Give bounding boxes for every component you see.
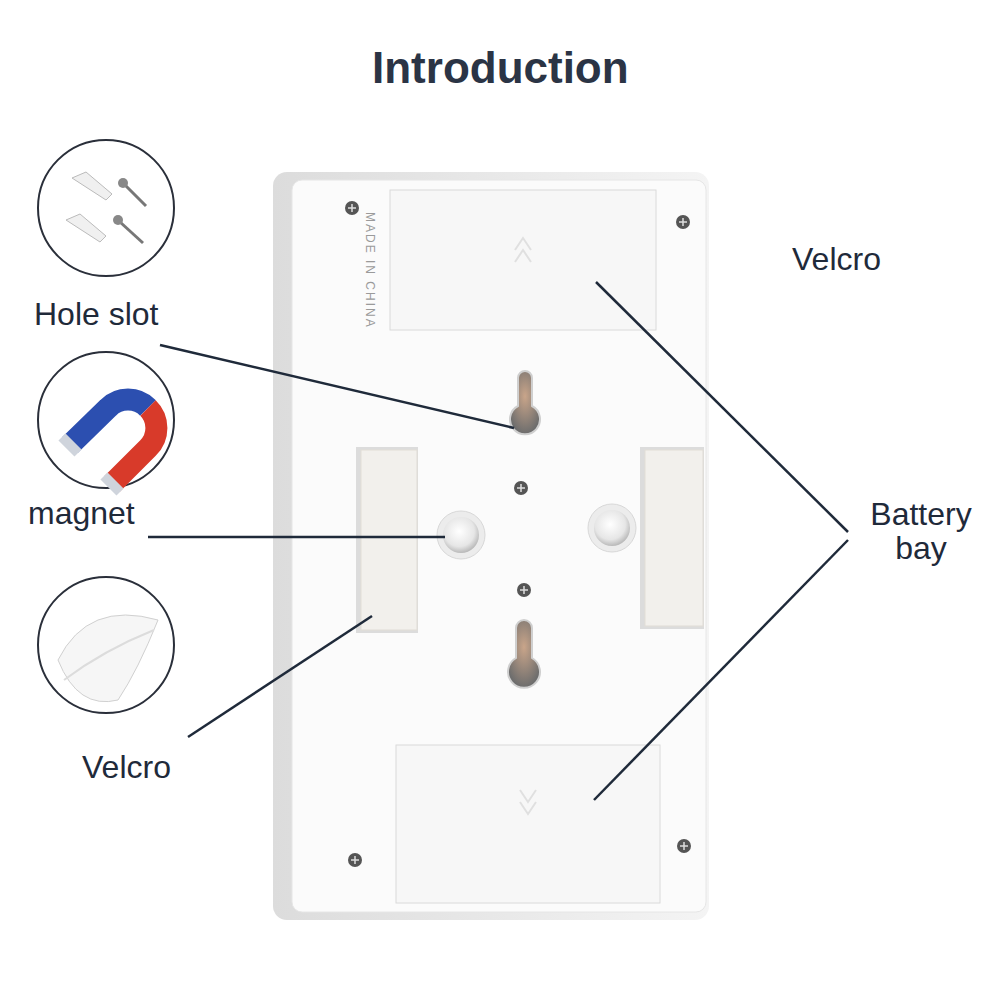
page-title: Introduction [372,45,629,91]
part-label: Battery bay [856,498,986,565]
screws [345,201,691,867]
part-label: Velcro [792,243,881,277]
leader-line [148,282,848,800]
battery-cover [390,190,656,330]
velcro-icon [58,615,158,702]
part-label: Hole slot [34,298,159,332]
device-back [292,180,706,912]
velcro-strip [640,447,704,629]
arrow-mark [515,238,531,262]
keyhole-slot [508,371,540,688]
part-label: Velcro [82,751,171,785]
magnet [437,511,485,559]
arrow-mark [520,790,536,814]
magnet-icon [62,400,156,492]
part-label: magnet [28,497,135,531]
screw-icon [66,172,146,243]
icon-circle [38,140,174,713]
magnet [588,504,636,552]
embossed-text: MADE IN CHINA [363,212,376,329]
velcro-strip [356,447,418,633]
battery-cover [396,745,660,903]
device-edge [273,172,709,920]
